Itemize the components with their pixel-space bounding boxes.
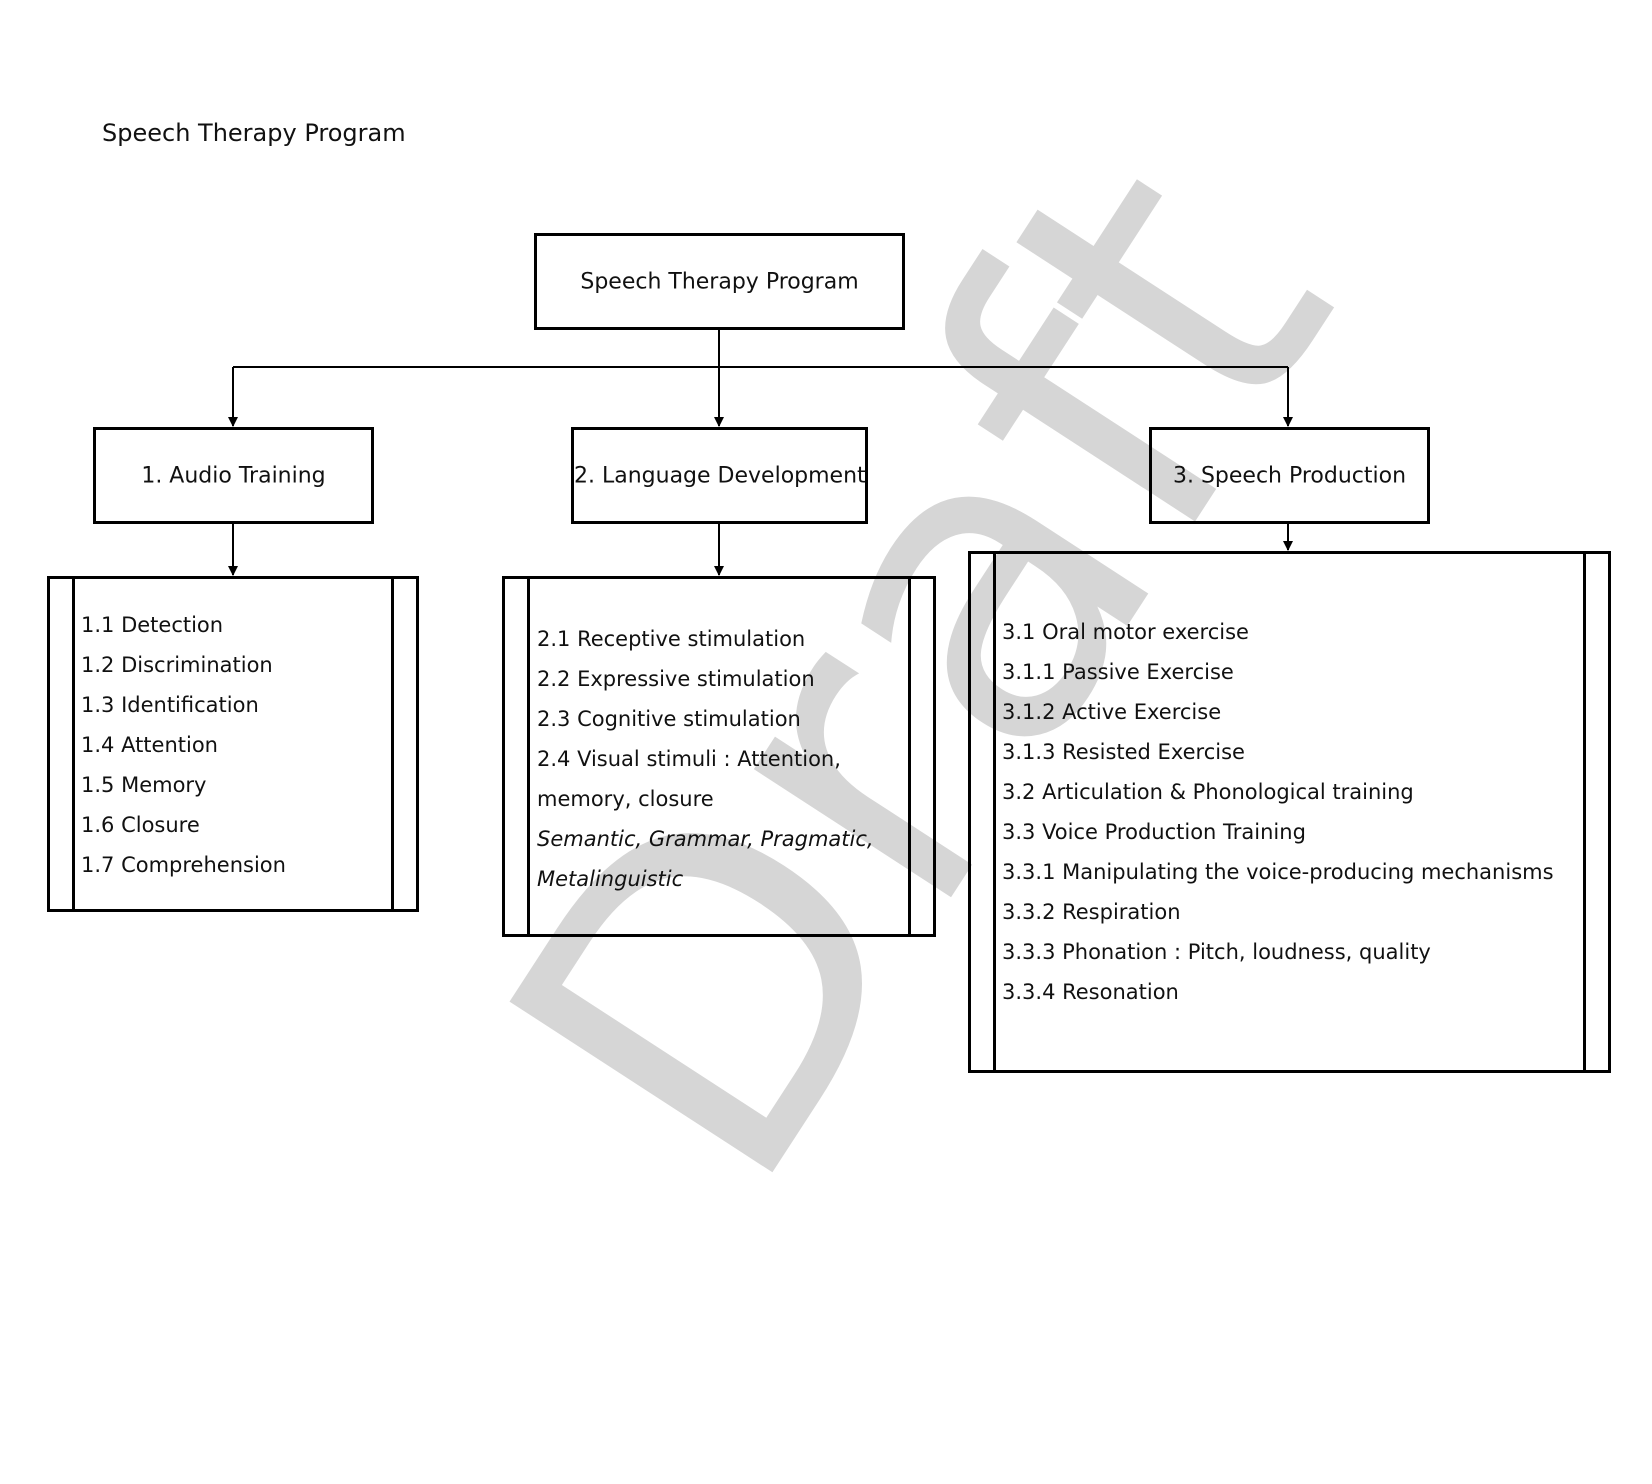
list-item: 1.3 Identification	[81, 693, 259, 717]
subprocess-left-bar	[72, 579, 75, 909]
subprocess-box-audio-training: 1.1 Detection 1.2 Discrimination 1.3 Ide…	[47, 576, 419, 912]
list-item: 2.2 Expressive stimulation	[537, 667, 815, 691]
list-item: 1.1 Detection	[81, 613, 224, 637]
subprocess-left-bar	[993, 554, 996, 1070]
root-node-label: Speech Therapy Program	[580, 269, 859, 294]
list-item: 3.1 Oral motor exercise	[1002, 620, 1249, 644]
list-item: Semantic, Grammar, Pragmatic,	[537, 827, 874, 851]
item-list: 2.1 Receptive stimulation 2.2 Expressive…	[537, 619, 874, 899]
list-item: 2.4 Visual stimuli : Attention,	[537, 747, 841, 771]
item-list: 1.1 Detection 1.2 Discrimination 1.3 Ide…	[81, 605, 286, 885]
list-item: 1.4 Attention	[81, 733, 218, 757]
subprocess-box-speech-production: 3.1 Oral motor exercise 3.1.1 Passive Ex…	[968, 551, 1611, 1073]
list-item: 3.2 Articulation & Phonological training	[1002, 780, 1414, 804]
list-item: 3.3 Voice Production Training	[1002, 820, 1306, 844]
item-list: 3.1 Oral motor exercise 3.1.1 Passive Ex…	[1002, 612, 1554, 1012]
subprocess-right-bar	[908, 579, 911, 934]
branch-label: 2. Language Development	[574, 463, 866, 488]
list-item: 3.3.2 Respiration	[1002, 900, 1181, 924]
list-item: 3.3.4 Resonation	[1002, 980, 1179, 1004]
list-item: 1.2 Discrimination	[81, 653, 273, 677]
list-item: 3.3.3 Phonation : Pitch, loudness, quali…	[1002, 940, 1431, 964]
subprocess-box-language-development: 2.1 Receptive stimulation 2.2 Expressive…	[502, 576, 936, 937]
branch-node-speech-production: 3. Speech Production	[1149, 427, 1430, 524]
list-item: Metalinguistic	[537, 867, 684, 891]
branch-node-audio-training: 1. Audio Training	[93, 427, 374, 524]
list-item: 1.7 Comprehension	[81, 853, 286, 877]
branch-node-language-development: 2. Language Development	[571, 427, 868, 524]
branch-label: 1. Audio Training	[141, 463, 326, 488]
list-item: 3.1.1 Passive Exercise	[1002, 660, 1234, 684]
root-node: Speech Therapy Program	[534, 233, 905, 330]
page-title: Speech Therapy Program	[102, 119, 406, 147]
list-item: 3.1.2 Active Exercise	[1002, 700, 1222, 724]
list-item: 3.1.3 Resisted Exercise	[1002, 740, 1245, 764]
list-item: 1.5 Memory	[81, 773, 207, 797]
list-item: 3.3.1 Manipulating the voice-producing m…	[1002, 860, 1554, 884]
subprocess-right-bar	[391, 579, 394, 909]
subprocess-left-bar	[527, 579, 530, 934]
branch-label: 3. Speech Production	[1172, 463, 1407, 488]
list-item: 2.1 Receptive stimulation	[537, 627, 806, 651]
subprocess-right-bar	[1583, 554, 1586, 1070]
list-item: memory, closure	[537, 787, 714, 811]
list-item: 2.3 Cognitive stimulation	[537, 707, 801, 731]
list-item: 1.6 Closure	[81, 813, 200, 837]
